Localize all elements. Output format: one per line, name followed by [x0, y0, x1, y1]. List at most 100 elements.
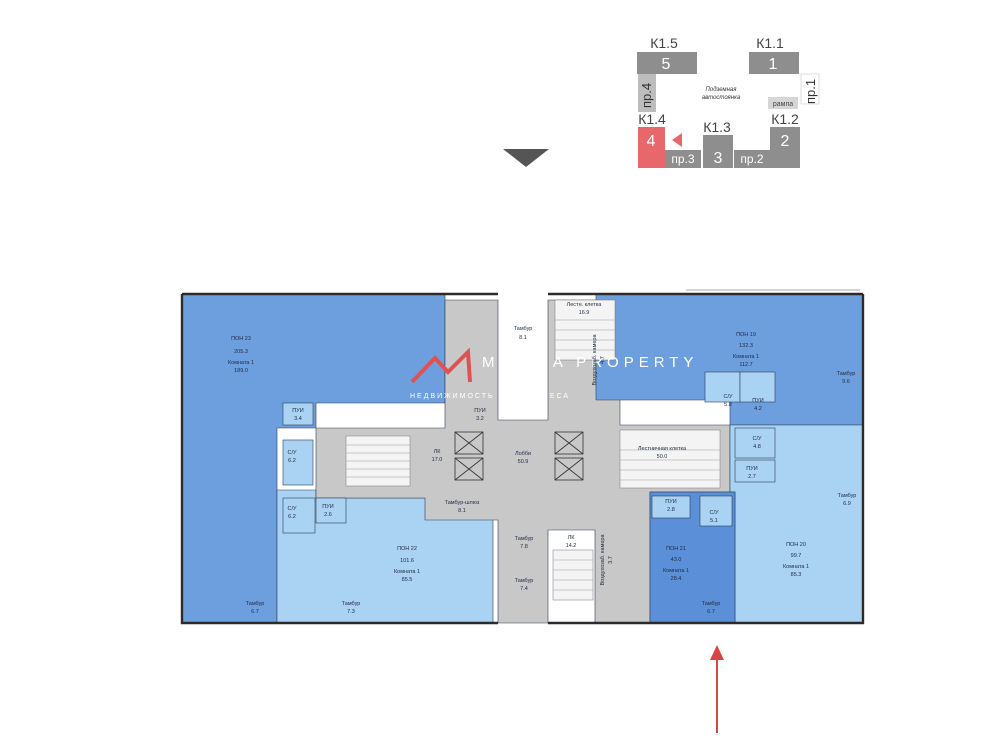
pon23-room: Комната 1: [228, 360, 254, 366]
pon20-room: Комната 1: [783, 564, 809, 570]
su-b: С/У: [288, 506, 298, 512]
key-section-k12-label: К1.2: [771, 111, 799, 127]
pon23-area: 205.3: [234, 349, 248, 355]
key-passage-2: [734, 150, 770, 168]
tambur-f: Тамбур: [837, 371, 856, 377]
key-section-k13-label: К1.3: [703, 119, 731, 135]
utility-rooms: [282, 371, 776, 534]
lk-b-area: 14.2: [566, 543, 577, 549]
pon21-room: Комната 1: [663, 568, 689, 574]
tambur-b: Тамбур: [342, 601, 361, 607]
tambur-shlyuz: Тамбур-шлюз: [445, 500, 480, 506]
stair-top-steps: [555, 319, 615, 351]
su-d: С/У: [753, 436, 763, 442]
pon22-area: 101.6: [400, 558, 414, 564]
tambur-a-area: 6.7: [251, 609, 259, 615]
watermark-line2: НЕДВИЖИМОСТЬ ДЛЯ БИЗНЕСА: [410, 393, 570, 400]
tambur-b-area: 7.3: [347, 609, 355, 615]
tambur-f-area: 9.6: [842, 379, 850, 385]
watermark-line1: MALINA PROPERTY: [482, 354, 698, 371]
key-section-4-active[interactable]: [638, 127, 665, 168]
pui-d: ПУИ: [752, 398, 763, 404]
key-passage-1-label: пр.1: [803, 79, 818, 104]
pon19-room: Комната 1: [733, 354, 759, 360]
plan-body: [180, 289, 865, 625]
su-c-area: 5.8: [724, 402, 732, 408]
lk-a-area: 17.0: [432, 457, 443, 463]
key-passage-2-label: пр.2: [740, 152, 764, 166]
tambur-h-area: 6.9: [843, 501, 851, 507]
su-a-area: 6.2: [288, 458, 296, 464]
pon21-title: ПОН 21: [666, 546, 686, 552]
key-section-k15-label: К1.5: [650, 35, 678, 51]
key-section-5-number: 5: [662, 56, 671, 73]
pui-c: ПУИ: [474, 408, 485, 414]
elevators: [454, 431, 584, 481]
stair-a: Лестн. клетка: [567, 302, 603, 308]
pon21-area: 43.0: [671, 557, 682, 563]
key-section-k11-label: К1.1: [756, 35, 784, 51]
key-section-2-number: 2: [781, 133, 790, 150]
stair-a-area: 16.9: [579, 310, 590, 316]
pui-f: ПУИ: [665, 499, 676, 505]
pui-b: ПУИ: [322, 504, 333, 510]
vent-a-area: 4.7: [600, 356, 606, 364]
key-section-4-number: 4: [647, 133, 656, 150]
pon20-title: ПОН 20: [786, 542, 806, 548]
pon23-room-area: 189.0: [234, 368, 248, 374]
outer-walls: [180, 292, 865, 625]
room-labels: ПОН 23 205.3 Комната 1 189.0 ПУИ 3.4 С/У…: [228, 302, 856, 615]
key-pointer-icon: [672, 133, 682, 147]
pon20-room-area: 85.3: [791, 572, 802, 578]
tambur-g: Тамбур: [702, 601, 721, 607]
watermark: MALINA PROPERTY НЕДВИЖИМОСТЬ ДЛЯ БИЗНЕСА: [410, 347, 698, 400]
tambur-g-area: 6.7: [707, 609, 715, 615]
key-section-k14-label: К1.4: [638, 111, 666, 127]
pon22-room: Комната 1: [394, 569, 420, 575]
pui-f-area: 2.8: [667, 507, 675, 513]
key-section-3[interactable]: [703, 135, 733, 168]
pui-b-area: 2.6: [324, 512, 332, 518]
key-passage-4: [638, 74, 656, 112]
pui-a-area: 3.4: [294, 416, 302, 422]
pon19-room-area: 112.7: [739, 362, 752, 368]
key-section-5[interactable]: [637, 52, 697, 74]
stair-left-steps: [346, 444, 410, 478]
key-section-3-number: 3: [714, 150, 723, 167]
pui-e: ПУИ: [746, 466, 757, 472]
tambur-e-area: 7.4: [520, 586, 528, 592]
pui-d-area: 4.2: [754, 406, 762, 412]
lobby-area: 50.9: [518, 459, 529, 465]
tambur-e: Тамбур: [515, 578, 534, 584]
lobby: Лобби: [515, 451, 531, 457]
pui-c-area: 3.2: [476, 416, 484, 422]
key-passage-3-label: пр.3: [671, 152, 695, 166]
key-section-1[interactable]: [749, 52, 799, 74]
stair-bottom: [552, 549, 594, 601]
orientation-triangle-icon: [503, 149, 549, 167]
pon22-title: ПОН 22: [397, 546, 417, 552]
vent-b-area: 3.7: [608, 556, 614, 564]
su-c: С/У: [724, 394, 734, 400]
pui-e-area: 2.7: [748, 474, 756, 480]
pon19-area: 132.3: [739, 343, 753, 349]
lk-b: ЛК: [568, 535, 576, 541]
pui-a: ПУИ: [292, 408, 303, 414]
pon22-room-area: 85.5: [402, 577, 413, 583]
pon20-area: 99.7: [791, 553, 802, 559]
su-d-area: 4.8: [753, 444, 761, 450]
watermark-logo-icon: [410, 347, 472, 384]
key-ramp: [768, 97, 798, 109]
key-passage-4-label: пр.4: [639, 83, 654, 108]
key-section-1-number: 1: [769, 56, 778, 73]
vent-a: Воздухозаб. камера: [592, 334, 598, 386]
su-e-area: 5.1: [710, 518, 718, 524]
tambur-d: Тамбур: [515, 536, 534, 542]
pon21-room-area: 28.4: [671, 576, 682, 582]
tambur-d-area: 7.8: [520, 544, 528, 550]
key-section-2[interactable]: [770, 127, 800, 168]
tambur-a: Тамбур: [246, 601, 265, 607]
stair-b: Лестничная клетка: [638, 446, 687, 452]
lk-a: ЛК: [434, 449, 442, 455]
